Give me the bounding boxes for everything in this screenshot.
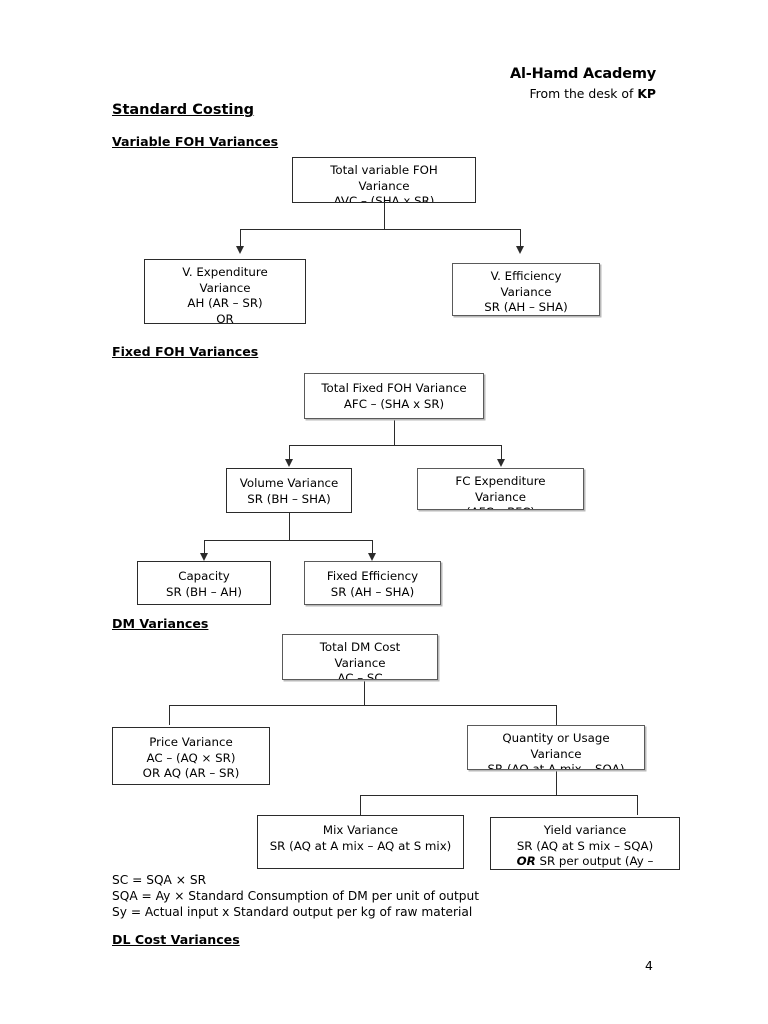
box-line: V. Expenditure — [182, 265, 268, 279]
box-v-expenditure-variance: V. Expenditure Variance AH (AR – SR) OR … — [144, 259, 306, 324]
box-v-efficiency-variance: V. Efficiency Variance SR (AH – SHA) — [452, 263, 600, 316]
box-yield-variance: Yield variance SR (AQ at S mix – SQA) OR… — [490, 817, 680, 870]
connector-vertical — [204, 540, 205, 556]
page-title: Standard Costing — [112, 102, 255, 118]
arrowhead-icon — [236, 246, 244, 254]
box-line: AC – (AQ × SR) — [146, 750, 236, 765]
box-capacity-variance: Capacity SR (BH – AH) — [137, 561, 271, 605]
box-line: AFC – (SHA x SR) — [343, 396, 445, 411]
box-line: AH (AR – SR) — [187, 296, 263, 311]
box-line: OR AQ (AR – SR) — [142, 766, 240, 781]
box-line-or: OR SR per output (Ay – — [491, 854, 679, 869]
box-line: SR (AH – SHA) — [484, 300, 568, 315]
box-line: Fixed Efficiency — [326, 569, 419, 583]
header-desk-initials: KP — [637, 86, 656, 101]
connector-vertical — [637, 795, 638, 815]
connector-vertical — [360, 795, 361, 815]
box-line: AVC – (SHA x SR) — [333, 194, 435, 203]
connector-vertical — [364, 680, 365, 705]
box-line: Mix Variance — [322, 823, 399, 837]
connector-vertical — [394, 419, 395, 445]
box-line: Price Variance — [149, 735, 233, 749]
box-line: SR (BH – SHA) — [247, 491, 331, 506]
box-total-variable-foh-variance: Total variable FOH Variance AVC – (SHA x… — [292, 157, 476, 203]
box-total-fixed-foh-variance: Total Fixed FOH Variance AFC – (SHA x SR… — [304, 373, 484, 419]
box-fc-expenditure-variance: FC Expenditure Variance (AFC – BFC) — [417, 468, 584, 510]
header-academy-name: Al-Hamd Academy — [509, 66, 656, 82]
box-line-or-label: OR — [516, 854, 536, 869]
box-line: SR (AQ at A mix – AQ at S mix) — [269, 838, 452, 853]
box-line-or-rest: SR per output (Ay – — [535, 854, 654, 869]
box-line: Variance — [530, 746, 582, 761]
box-price-variance: Price Variance AC – (AQ × SR) OR AQ (AR … — [112, 727, 270, 785]
connector-vertical — [240, 229, 241, 249]
box-line: Quantity or Usage — [502, 731, 610, 745]
connector-vertical — [520, 229, 521, 249]
arrowhead-icon — [368, 553, 376, 561]
connector-vertical — [372, 540, 373, 556]
box-line: Total variable FOH — [330, 163, 438, 177]
arrowhead-icon — [285, 459, 293, 467]
box-line: AC – SC — [337, 671, 383, 680]
box-line: SR (AH – SHA) — [330, 584, 415, 599]
header-desk-line: From the desk of KP — [529, 86, 656, 101]
connector-horizontal — [204, 540, 373, 541]
box-mix-variance: Mix Variance SR (AQ at A mix – AQ at S m… — [257, 815, 464, 869]
box-line: (AFC – BFC) — [418, 505, 583, 509]
box-total-dm-cost-variance: Total DM Cost Variance AC – SC — [282, 634, 438, 680]
note-line-1: SC = SQA × SR — [112, 873, 207, 887]
note-line-2: SQA = Ay × Standard Consumption of DM pe… — [112, 889, 480, 903]
box-line: Variance — [334, 655, 386, 670]
box-line: Capacity — [178, 569, 230, 583]
section-heading-fixed-foh: Fixed FOH Variances — [112, 344, 259, 359]
arrowhead-icon — [497, 459, 505, 467]
box-line: V. Efficiency — [490, 269, 562, 283]
box-fixed-efficiency-variance: Fixed Efficiency SR (AH – SHA) — [304, 561, 441, 605]
connector-horizontal — [240, 229, 520, 230]
connector-horizontal — [289, 445, 502, 446]
connector-horizontal — [169, 705, 556, 706]
box-line: Variance — [358, 178, 410, 193]
box-line: Yield variance — [543, 823, 627, 837]
box-quantity-or-usage-variance: Quantity or Usage Variance SR (AQ at A m… — [467, 725, 645, 770]
connector-vertical — [501, 445, 502, 462]
box-line: Variance — [199, 280, 251, 295]
connector-vertical — [289, 513, 290, 540]
connector-vertical — [289, 445, 290, 462]
connector-vertical — [169, 705, 170, 725]
box-line: Variance — [500, 284, 552, 299]
connector-vertical — [556, 770, 557, 795]
section-heading-dm: DM Variances — [112, 616, 209, 631]
header-desk-prefix: From the desk of — [529, 86, 638, 101]
section-heading-variable-foh: Variable FOH Variances — [112, 134, 279, 149]
box-volume-variance: Volume Variance SR (BH – SHA) — [226, 468, 352, 513]
note-line-3: Sy = Actual input x Standard output per … — [112, 905, 473, 919]
connector-vertical — [384, 203, 385, 229]
arrowhead-icon — [200, 553, 208, 561]
box-line: Volume Variance — [239, 476, 339, 490]
connector-vertical — [556, 705, 557, 725]
box-line: Variance — [475, 489, 526, 504]
box-line: Total Fixed FOH Variance — [321, 381, 467, 395]
box-line: SR (BH – AH) — [166, 584, 242, 599]
box-line: SR (AQ at S mix – SQA) — [516, 838, 654, 853]
box-line: SR (AQ at A mix – SQA) — [487, 762, 625, 770]
section-heading-dl: DL Cost Variances — [112, 932, 240, 947]
box-line: OR — [216, 311, 234, 324]
box-line: Total DM Cost — [319, 640, 401, 654]
page-number: 4 — [645, 958, 653, 973]
connector-horizontal — [360, 795, 638, 796]
box-line: FC Expenditure — [455, 474, 546, 488]
arrowhead-icon — [516, 246, 524, 254]
